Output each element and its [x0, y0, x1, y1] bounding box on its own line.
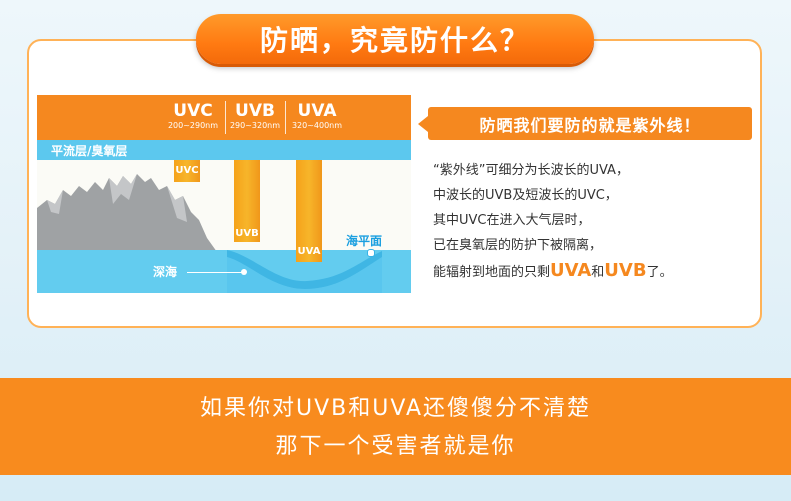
warning-banner: 如果你对UVB和UVA还傻傻分不清楚 那下一个受害者就是你: [0, 378, 791, 475]
deep-sea-pointer-line: [187, 272, 243, 273]
deep-sea-label: 深海: [153, 265, 178, 279]
desc-line: 其中UVC在进入大气层时，: [433, 213, 591, 228]
final-prefix: 能辐射到地面的只剩: [433, 265, 551, 280]
sea-basin: [227, 250, 382, 293]
info-heading: 防晒我们要防的就是紫外线！: [428, 107, 752, 140]
highlight-uvb: UVB: [604, 260, 647, 281]
stratosphere-band: [37, 140, 411, 160]
highlight-uva: UVA: [550, 260, 592, 281]
band-uvb: UVB 290~320nm: [226, 95, 284, 140]
final-suffix: 了。: [646, 265, 673, 280]
uv-diagram: UVC UVB UVA 平流层/臭氧层 UVC 200~290nm UVB 29…: [37, 95, 411, 293]
band-uvb-range: 290~320nm: [229, 121, 281, 130]
band-uvc-name: UVC: [173, 101, 213, 121]
uv-bands-bar: UVC 200~290nm UVB 290~320nm UVA 320~400n…: [37, 95, 411, 140]
band-separator: [225, 101, 226, 134]
desc-line: 中波长的UVB及短波长的UVC，: [433, 188, 618, 203]
page-title: 防晒，究竟防什么？: [196, 14, 594, 64]
uvc-column-label: UVC: [175, 165, 199, 176]
stratosphere-label: 平流层/臭氧层: [51, 144, 128, 158]
deep-sea-dot: [241, 269, 247, 275]
heading-arrow: [418, 116, 428, 132]
uva-column-label: UVA: [297, 246, 321, 257]
banner-line-1: 如果你对UVB和UVA还傻傻分不清楚: [199, 396, 592, 421]
band-uvc-range: 200~290nm: [167, 121, 219, 130]
sea-surface-label: 海平面: [346, 234, 383, 248]
uva-column: [296, 140, 322, 262]
desc-line: 已在臭氧层的防护下被隔离，: [433, 238, 603, 253]
band-uvc: UVC 200~290nm: [162, 95, 224, 140]
band-uva-name: UVA: [297, 101, 337, 121]
info-description: “紫外线”可细分为长波长的UVA， 中波长的UVB及短波长的UVC， 其中UVC…: [433, 158, 763, 285]
desc-line: “紫外线”可细分为长波长的UVA，: [433, 163, 629, 178]
band-uva-range: 320~400nm: [291, 121, 343, 130]
band-uva: UVA 320~400nm: [286, 95, 348, 140]
final-and: 和: [591, 265, 605, 280]
band-separator: [285, 101, 286, 134]
desc-line-final: 能辐射到地面的只剩UVA和UVB了。: [433, 258, 763, 285]
uvb-column-label: UVB: [235, 228, 259, 239]
band-uvb-name: UVB: [235, 101, 275, 121]
banner-line-2: 那下一个受害者就是你: [275, 434, 516, 459]
sea-surface-dot: [367, 249, 375, 257]
